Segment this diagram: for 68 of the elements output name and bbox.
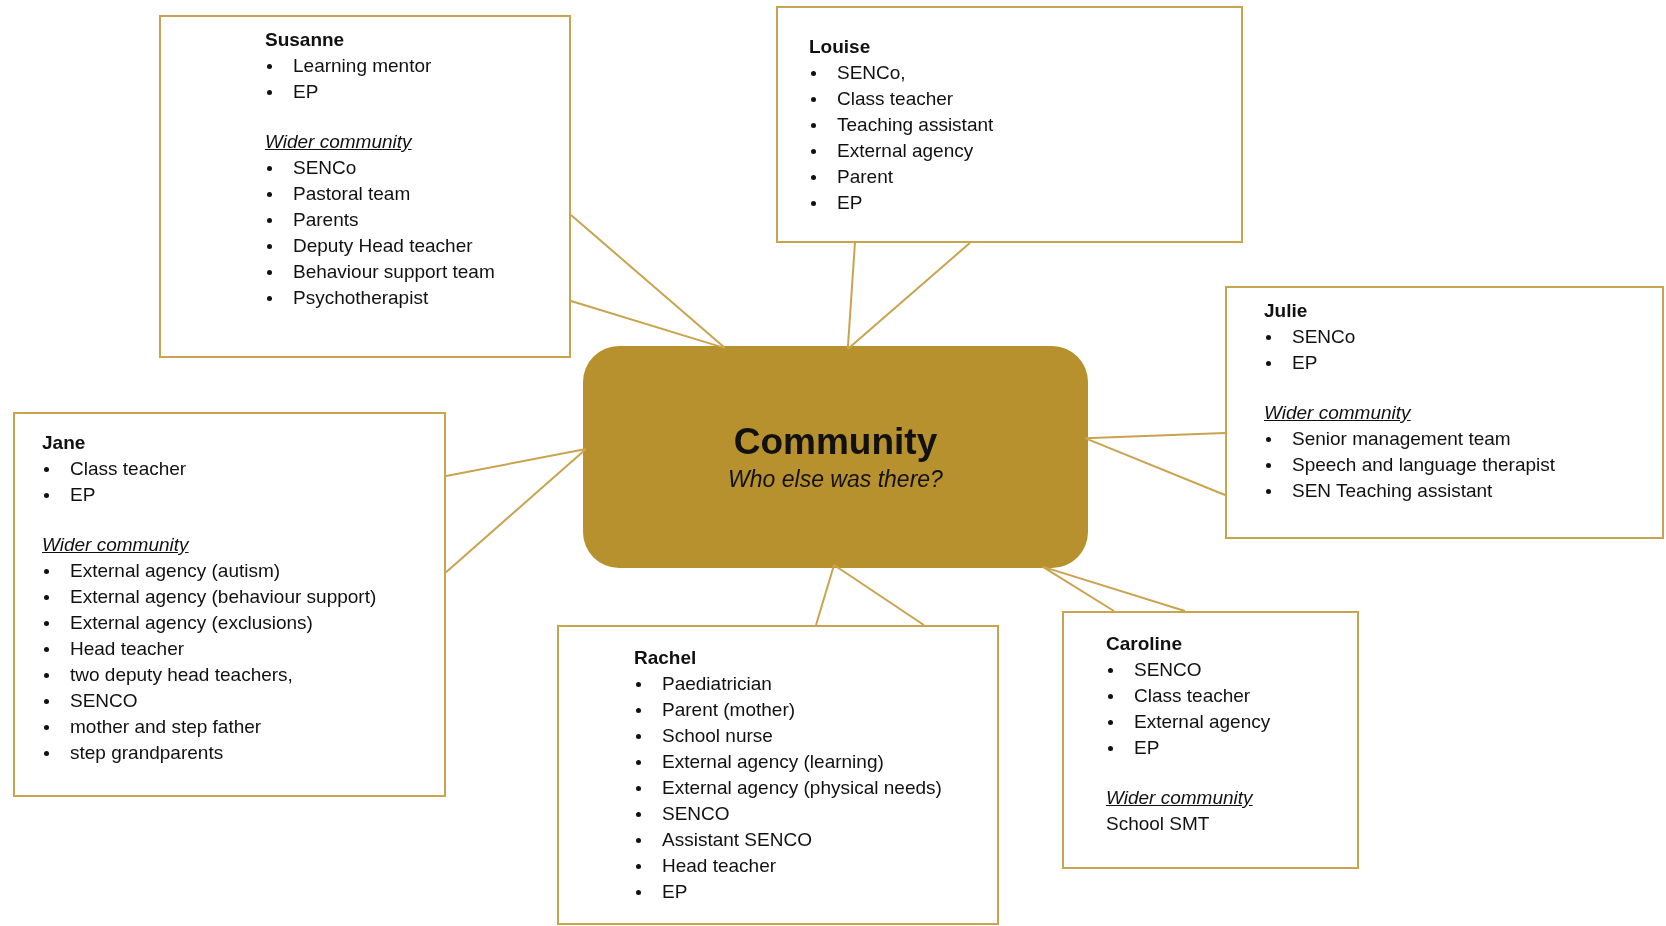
person-name: Julie bbox=[1264, 299, 1308, 323]
list-item-text: Behaviour support team bbox=[293, 260, 495, 284]
section-heading: Wider community bbox=[42, 533, 189, 557]
callout-pointer bbox=[570, 213, 726, 350]
list-item-text: School SMT bbox=[1106, 812, 1210, 836]
list-item-text: two deputy head teachers, bbox=[70, 663, 293, 687]
list-item-text: EP bbox=[70, 483, 96, 507]
list-item-text: EP bbox=[837, 191, 863, 215]
list-item-text: External agency bbox=[837, 139, 974, 163]
callout-pointer bbox=[1084, 432, 1226, 496]
list-item-text: Speech and language therapist bbox=[1292, 453, 1556, 477]
list-item-text: Parents bbox=[293, 208, 359, 232]
section-heading: Wider community bbox=[1106, 786, 1253, 810]
list-item-text: SENCo bbox=[1292, 325, 1356, 349]
list-item-text: External agency bbox=[1134, 710, 1271, 734]
person-name: Susanne bbox=[265, 28, 345, 52]
section-heading: Wider community bbox=[265, 130, 412, 154]
list-item-text: SEN Teaching assistant bbox=[1292, 479, 1493, 503]
list-item-text: SENCO bbox=[662, 802, 730, 826]
list-item-text: Assistant SENCO bbox=[662, 828, 812, 852]
list-item-text: Class teacher bbox=[837, 87, 954, 111]
callout-pointer bbox=[445, 448, 587, 574]
list-item-text: School nurse bbox=[662, 724, 773, 748]
callout-box bbox=[159, 15, 571, 358]
list-item-text: Paediatrician bbox=[662, 672, 772, 696]
list-item-text: External agency (behaviour support) bbox=[70, 585, 377, 609]
person-name: Jane bbox=[42, 431, 86, 455]
list-item-text: Teaching assistant bbox=[837, 113, 994, 137]
list-item-text: mother and step father bbox=[70, 715, 262, 739]
list-item-text: Pastoral team bbox=[293, 182, 411, 206]
person-name: Rachel bbox=[634, 646, 697, 670]
list-item-text: External agency (physical needs) bbox=[662, 776, 942, 800]
list-item-text: EP bbox=[1134, 736, 1160, 760]
callout-box bbox=[13, 412, 446, 797]
section-heading: Wider community bbox=[1264, 401, 1411, 425]
callout-box bbox=[776, 6, 1243, 243]
list-item-text: External agency (autism) bbox=[70, 559, 281, 583]
central-title: Community bbox=[733, 420, 938, 464]
list-item-text: Deputy Head teacher bbox=[293, 234, 473, 258]
list-item-text: External agency (exclusions) bbox=[70, 611, 313, 635]
list-item-text: SENCO bbox=[70, 689, 138, 713]
list-item-text: Parent (mother) bbox=[662, 698, 796, 722]
callout-box bbox=[1062, 611, 1359, 869]
person-name: Caroline bbox=[1106, 632, 1183, 656]
list-item-text: EP bbox=[293, 80, 319, 104]
callout-pointer bbox=[846, 242, 971, 350]
central-rounded-box bbox=[583, 346, 1088, 568]
list-item-text: Psychotherapist bbox=[293, 286, 429, 310]
person-name: Louise bbox=[809, 35, 871, 59]
callout-pointer bbox=[815, 564, 925, 626]
list-item-text: Class teacher bbox=[70, 457, 187, 481]
list-item-text: EP bbox=[662, 880, 688, 904]
callout-box bbox=[557, 625, 999, 925]
list-item-text: Parent bbox=[837, 165, 893, 189]
list-item-text: SENCo, bbox=[837, 61, 906, 85]
list-item-text: EP bbox=[1292, 351, 1318, 375]
list-item-text: External agency (learning) bbox=[662, 750, 884, 774]
callout-box bbox=[1225, 286, 1664, 539]
list-item-text: Senior management team bbox=[1292, 427, 1511, 451]
list-item-text: SENCO bbox=[1134, 658, 1202, 682]
list-item-text: Class teacher bbox=[1134, 684, 1251, 708]
list-item-text: SENCo bbox=[293, 156, 357, 180]
list-item-text: Learning mentor bbox=[293, 54, 432, 78]
list-item-text: step grandparents bbox=[70, 741, 224, 765]
list-item-text: Head teacher bbox=[662, 854, 777, 878]
central-subtitle: Who else was there? bbox=[728, 465, 943, 494]
callout-pointer bbox=[1041, 565, 1186, 612]
list-item-text: Head teacher bbox=[70, 637, 185, 661]
